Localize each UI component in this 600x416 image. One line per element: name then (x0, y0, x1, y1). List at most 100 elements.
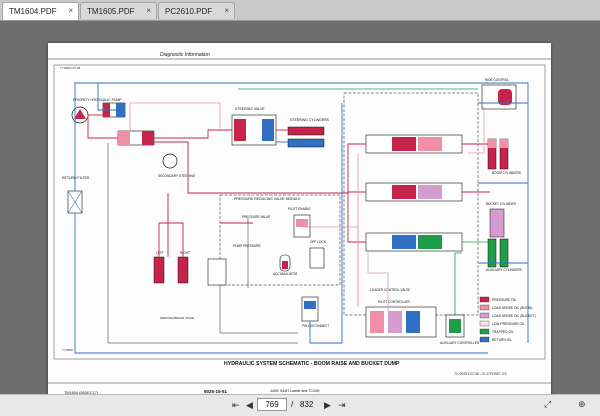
boom-cylinder-rod (488, 139, 496, 148)
pump-triangle (74, 109, 86, 119)
bucket-section-fill (392, 185, 416, 199)
manual-code: TM1604 (06DEC17) (64, 391, 99, 395)
legend: PRESSURE OIL LOAD SENSE OIL (BOOM) LOAD … (479, 296, 536, 343)
page-navigation-bar: ⇤ ◀ 769 / 832 ▶ ⇥ ⤢ ⊕ (0, 394, 600, 416)
priority-valve-fill (118, 131, 130, 145)
boom-cylinder-rod (500, 139, 508, 148)
tab-label: PC2610.PDF (165, 7, 213, 16)
legend-label: RETURN OIL (492, 338, 512, 342)
zoom-icon[interactable]: ⊕ (578, 399, 586, 409)
pilot-lock-valve (309, 247, 325, 269)
next-page-icon[interactable]: ▶ (324, 400, 331, 410)
close-icon[interactable]: × (146, 6, 151, 15)
label-secondary-steering: SECONDARY STEERING (158, 174, 196, 178)
legend-label: TRAPPED OIL (492, 330, 514, 334)
schematic-frame (53, 64, 546, 360)
page-header: Diagnostic Information (160, 52, 210, 58)
page-total: 832 (300, 400, 314, 409)
label-steering-cylinders: STEERING CYLINDERS (290, 118, 330, 122)
fit-page-icon[interactable]: ⤢ (544, 399, 552, 409)
first-page-icon[interactable]: ⇤ (232, 400, 240, 410)
trapped-lines (238, 88, 488, 315)
label-pilot-controller: PILOT CONTROLLER (378, 300, 411, 304)
previous-page-icon[interactable]: ◀ (246, 400, 253, 410)
pump-control-fill (116, 103, 125, 117)
pilot-controller-fill (406, 311, 420, 333)
steering-valve-fill (262, 119, 274, 141)
steering-cylinder-left (287, 126, 325, 136)
label-bucket-cylinder: BUCKET CYLINDER (486, 202, 517, 206)
brake-accumulator-right (177, 256, 189, 284)
legend-swatch-pressure (479, 296, 490, 303)
side-code: TY6980 (62, 348, 73, 352)
label-off-lock: OFF LOCK (310, 240, 327, 244)
brake-accumulator-left (153, 256, 165, 284)
tab-tm1605[interactable]: TM1605.PDF × (80, 2, 157, 19)
steering-valve-fill (234, 119, 246, 141)
accumulator-fill (282, 261, 288, 269)
loader-control-valve (343, 92, 479, 316)
label-pressure-reducing: PRESSURE REDUCING VALVE MODULE (234, 197, 301, 201)
label-steering-valve: STEERING VALVE (235, 107, 265, 111)
pilot-lines (129, 102, 485, 311)
machine-line-1: 444H, 544H Loader and TC44H, (270, 389, 320, 393)
auxiliary-section-fill (418, 235, 442, 249)
tab-label: TM1604.PDF (9, 7, 57, 16)
page-separator: / (291, 400, 294, 409)
legend-swatch-trapped (479, 328, 490, 335)
legend-label: LOAD SENSE OIL (BUCKET) (492, 314, 536, 318)
aux-controller-fill (449, 319, 461, 333)
ride-control-accumulator (498, 89, 512, 105)
label-pilot-enable: PILOT ENABLE (288, 207, 311, 211)
legend-label: PRESSURE OIL (492, 298, 517, 302)
pdf-page: Diagnostic Information TY6980-UN-08 PRIO… (48, 43, 551, 411)
label-service-brake: SERVICE BRAKE VALVE (160, 316, 194, 320)
pin-disconnect-fill (304, 301, 316, 309)
pilot-controller-fill (370, 311, 384, 333)
return-lines (74, 82, 529, 354)
label-pump-pressure: PUMP PRESSURE (233, 244, 261, 248)
figure-ref: TX,9025,DX748 -19-17FEB97-2/2 (454, 372, 507, 376)
label-pin-disconnect: PIN DISCONNECT (302, 324, 329, 328)
boom-section-fill (392, 137, 416, 151)
close-icon[interactable]: × (224, 6, 229, 15)
tab-pc2610[interactable]: PC2610.PDF × (158, 2, 235, 19)
label-auxiliary-controller: AUXILIARY CONTROLLER (440, 341, 480, 345)
page-number-input[interactable]: 769 (257, 398, 287, 411)
tab-label: TM1605.PDF (87, 7, 135, 16)
label-left: LEFT (156, 251, 164, 255)
aux-cylinder-right (499, 238, 509, 268)
priority-valve-fill (142, 131, 154, 145)
close-icon[interactable]: × (68, 6, 73, 15)
document-viewer[interactable]: Diagnostic Information TY6980-UN-08 PRIO… (0, 21, 600, 411)
pilot-enable-fill (296, 219, 308, 227)
secondary-steering-pump (162, 153, 178, 169)
label-ride-control: RIDE CONTROL (485, 78, 509, 82)
tab-bar: TM1604.PDF × TM1605.PDF × PC2610.PDF × (0, 0, 600, 21)
legend-swatch-low-pressure (479, 320, 490, 327)
page-number: 9025-15-51 (204, 389, 228, 394)
label-return-filter: RETURN FILTER (62, 176, 90, 180)
figure-code: TY6980-UN-08 (60, 66, 81, 70)
pressure-reducing-module (219, 194, 341, 286)
legend-label: LOAD SENSE OIL (BOOM) (492, 306, 532, 310)
label-auxiliary-cylinders: AUXILIARY CYLINDERS (486, 268, 522, 272)
label-boom-cylinders: BOOM CYLINDERS (492, 171, 521, 175)
pressure-lines (87, 114, 490, 257)
label-right: RIGHT (180, 251, 190, 255)
tab-tm1604[interactable]: TM1604.PDF × (2, 2, 79, 20)
label-accumulator: ACCUMULATOR (273, 272, 298, 276)
steering-cylinder-right (287, 138, 325, 148)
bucket-section-fill (418, 185, 442, 199)
bucket-cylinder-symbol (489, 208, 505, 238)
pilot-controller-fill (388, 311, 402, 333)
brake-valve (207, 258, 227, 286)
boom-section-fill (418, 137, 442, 151)
auxiliary-section-fill (392, 235, 416, 249)
last-page-icon[interactable]: ⇥ (338, 400, 346, 410)
legend-swatch-return (479, 336, 490, 343)
aux-cylinder-left (487, 238, 497, 268)
legend-label: LOW PRESSURE OIL (492, 322, 525, 326)
label-loader-control: LOADER CONTROL VALVE (370, 288, 410, 292)
filter-cross (67, 190, 83, 214)
